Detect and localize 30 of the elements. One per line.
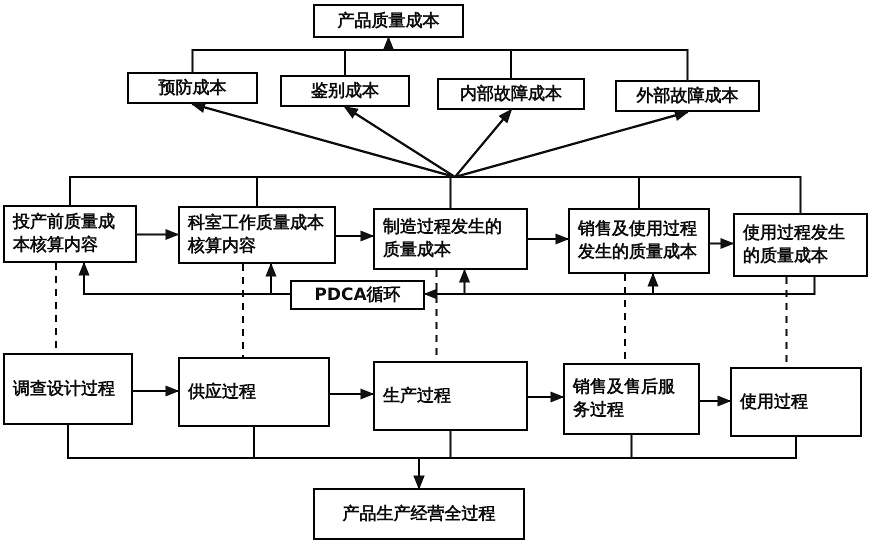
arrow bbox=[133, 385, 180, 397]
arrow bbox=[700, 395, 732, 407]
arrow bbox=[330, 388, 374, 400]
arrow bbox=[424, 277, 816, 300]
dashed-line bbox=[242, 264, 244, 357]
process-box: 外部故障成本 bbox=[615, 80, 760, 112]
process-box: 鉴别成本 bbox=[280, 75, 410, 107]
arrow bbox=[528, 391, 564, 403]
process-box: 销售及使用过程发生的质量成本 bbox=[568, 208, 710, 274]
process-box: 调查设计过程 bbox=[3, 353, 133, 425]
process-box: 产品质量成本 bbox=[313, 4, 464, 38]
arrow bbox=[137, 228, 180, 240]
cycle-box: PDCA循环 bbox=[290, 280, 425, 310]
process-box: 产品生产经营全过程 bbox=[313, 488, 525, 540]
arrow bbox=[382, 36, 688, 80]
arrow bbox=[265, 262, 290, 295]
arrow bbox=[336, 230, 374, 242]
arrow bbox=[528, 233, 570, 245]
process-box: 使用过程发生的质量成本 bbox=[733, 213, 868, 277]
process-box: 科室工作质量成本核算内容 bbox=[178, 206, 336, 264]
process-box: 内部故障成本 bbox=[437, 78, 585, 110]
process-box: 制造过程发生的质量成本 bbox=[373, 208, 528, 270]
arrow bbox=[413, 437, 797, 490]
process-box: 销售及售后服务过程 bbox=[563, 363, 700, 435]
process-box: 投产前质量成本核算内容 bbox=[3, 205, 137, 263]
arrow bbox=[710, 238, 734, 250]
process-box: 供应过程 bbox=[178, 357, 330, 427]
process-box: 使用过程 bbox=[730, 367, 862, 437]
process-box: 生产过程 bbox=[373, 361, 528, 431]
process-box: 预防成本 bbox=[127, 72, 258, 104]
